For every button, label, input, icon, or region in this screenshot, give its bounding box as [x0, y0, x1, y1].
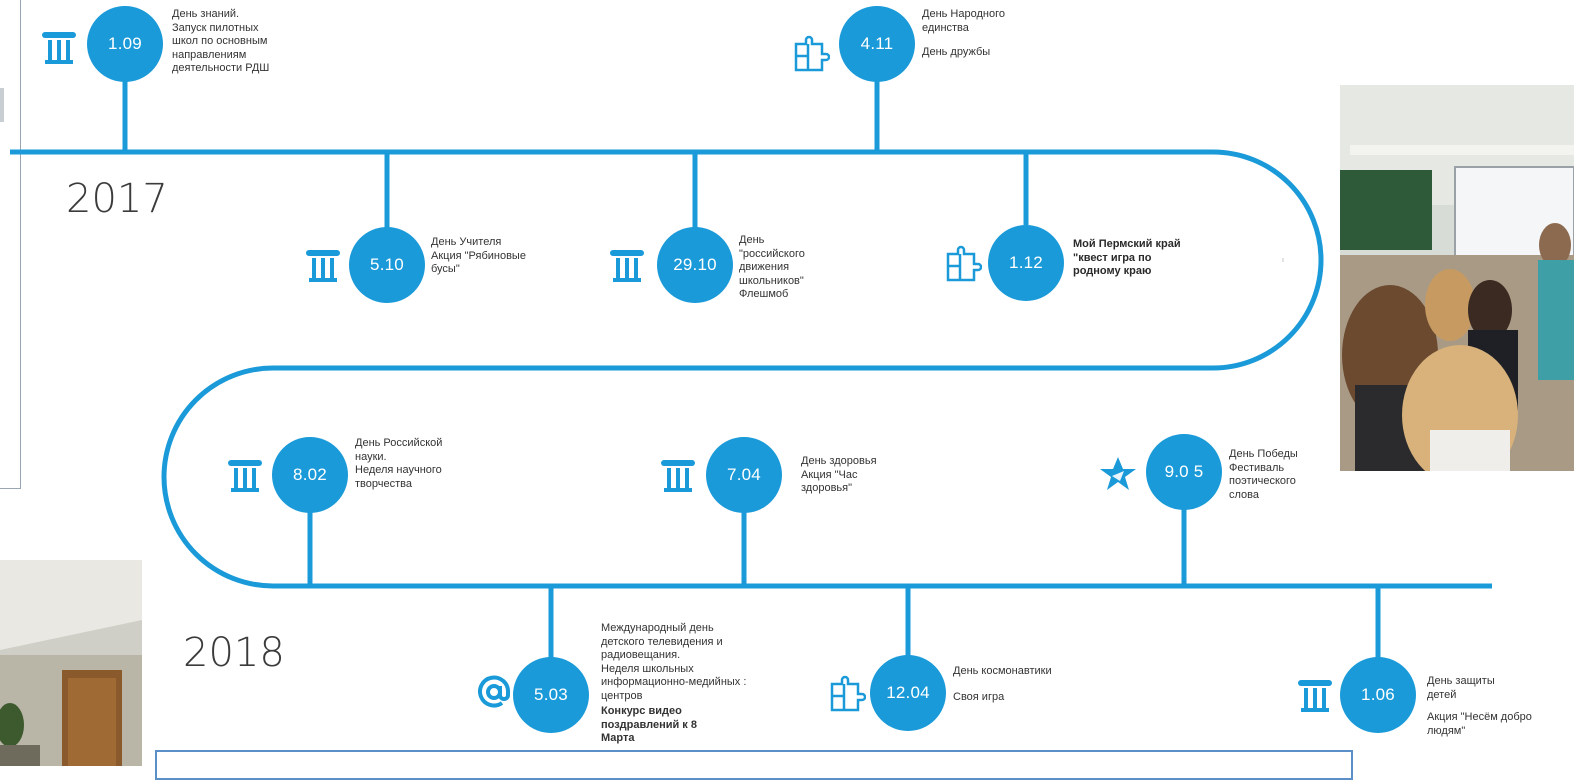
- column-icon: [306, 250, 340, 282]
- column-icon: [42, 32, 76, 64]
- puzzle-icon: [794, 35, 830, 72]
- left-edge-mark: [0, 88, 4, 122]
- event-node-7-04: 7.04: [706, 437, 782, 513]
- puzzle-icon: [830, 675, 866, 712]
- column-icon: [661, 460, 695, 492]
- year-2017-label: 2017: [66, 176, 168, 222]
- column-icon: [228, 460, 262, 492]
- left-frame-border: [20, 0, 21, 488]
- event-node-5-03: 5.03: [513, 657, 589, 733]
- event-node-1-06: 1.06: [1340, 657, 1416, 733]
- event-label-12-04: День космонавтики Своя игра: [953, 665, 1052, 703]
- event-node-1-09: 1.09: [87, 6, 163, 82]
- year-2018-label: 2018: [183, 630, 285, 676]
- star-icon: [1100, 457, 1136, 490]
- column-icon: [610, 250, 644, 282]
- classroom-photo: [1340, 85, 1574, 471]
- event-node-1-12: 1.12: [988, 225, 1064, 301]
- event-node-5-10: 5.10: [349, 227, 425, 303]
- hallway-photo: [0, 560, 142, 766]
- left-frame-bottom: [0, 488, 21, 489]
- event-node-12-04: 12.04: [870, 655, 946, 731]
- column-icon: [1298, 680, 1332, 712]
- event-node-8-02: 8.02: [272, 437, 348, 513]
- event-node-9-05: 9.0 5: [1146, 434, 1222, 510]
- event-node-29-10: 29.10: [657, 227, 733, 303]
- puzzle-icon: [946, 245, 982, 282]
- at-icon: [478, 675, 511, 708]
- event-node-4-11: 4.11: [839, 6, 915, 82]
